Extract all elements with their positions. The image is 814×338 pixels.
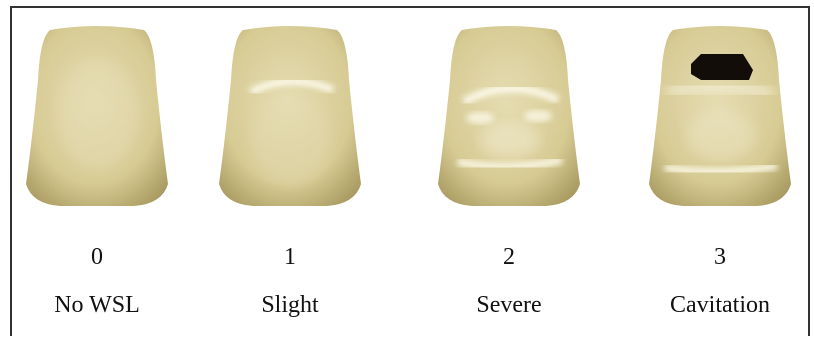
score-2: 2 (434, 244, 584, 271)
tooth-cavitation (645, 20, 795, 210)
label-no-wsl: No WSL (22, 292, 172, 319)
score-0: 0 (22, 244, 172, 271)
tooth-no-wsl (22, 20, 172, 210)
score-3: 3 (645, 244, 795, 271)
figure-border-left (10, 6, 12, 336)
label-slight: Slight (215, 292, 365, 319)
label-severe: Severe (434, 292, 584, 319)
figure-border-right (808, 6, 810, 336)
label-cavitation: Cavitation (645, 292, 795, 319)
score-1: 1 (215, 244, 365, 271)
cavity-mark (691, 54, 753, 80)
tooth-severe (434, 20, 584, 210)
figure-border-top (10, 6, 810, 8)
tooth-slight (215, 20, 365, 210)
